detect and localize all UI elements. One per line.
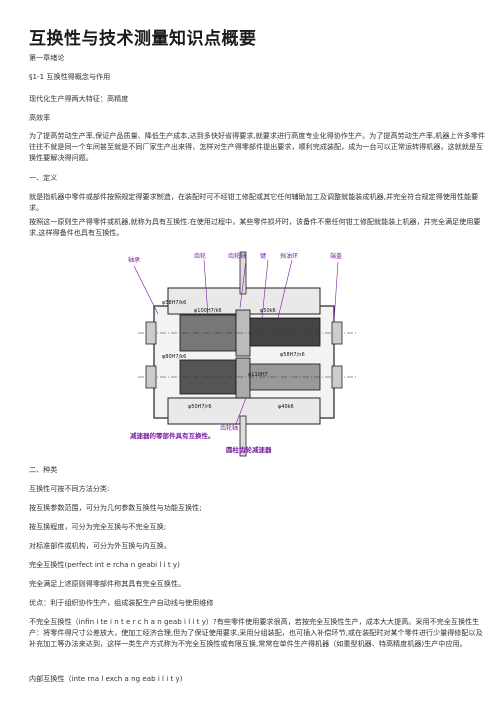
fit-label: φ40k6 xyxy=(278,404,294,410)
paragraph: 按互换参数范围，可分为几何参数互换性与功能互换性; xyxy=(29,503,202,512)
subsection-heading: 二、种类 xyxy=(29,465,58,474)
paragraph: 互换性可按不同方法分类: xyxy=(29,484,110,493)
end-cap xyxy=(331,365,343,389)
chapter-heading: 第一章绪论 xyxy=(29,53,65,62)
label-end-cap: 端盖 xyxy=(330,252,342,260)
input-shaft xyxy=(239,251,247,295)
end-cap xyxy=(331,321,343,345)
paragraph: 对标准部件或机构，可分为外互换与内互换。 xyxy=(29,541,171,550)
gear-reducer-figure: 轴承 齿轮 齿轮轴 键 挡油环 端盖 齿轮轴 φ58H7/k6 φ100H7/k… xyxy=(128,248,366,458)
subsection-heading: 一、定义 xyxy=(29,173,58,182)
gear-shape xyxy=(249,317,321,347)
figure-caption-left: 减速器的零部件具有互换性。 xyxy=(130,431,215,440)
fit-label: φ50k6 xyxy=(260,308,276,314)
paragraph: 为了提高劳动生产率,保证产品质量、降低生产成本,达到多快好省得要求,就要求进行高… xyxy=(29,131,485,162)
fit-label: φ58H7/k6 xyxy=(162,300,186,306)
end-cap xyxy=(145,321,157,345)
output-shaft xyxy=(239,415,247,457)
label-gear-shaft: 齿轮轴 xyxy=(228,252,246,260)
paragraph: 按照这一原则生产得零件或机器,就称为具有互换性.在使用过程中，某些零件损坏时，该… xyxy=(29,217,481,237)
gear-hub xyxy=(235,357,251,399)
paragraph: 就是指机器中零件或部件按照规定得要求制造，在装配时可不经钳工修配或其它任何辅助加… xyxy=(29,192,479,212)
fit-label: φ100H7/k6 xyxy=(194,308,222,314)
label-gear: 齿轮 xyxy=(194,252,206,260)
label-key: 键 xyxy=(260,252,266,260)
fit-label: φ50H7/r6 xyxy=(188,404,212,410)
paragraph: 优点：利于组织协作生产，组成装配生产自动线与使用维修 xyxy=(29,598,214,607)
paragraph: 不完全互换性（infin i te i n t e r c h a n geab… xyxy=(29,617,483,648)
paragraph: 完全满足上述原则得零部件称其具有完全互换性。 xyxy=(29,579,186,588)
paragraph: 内部互换性（inte rna l exch a ng eab i l i t y… xyxy=(29,674,183,683)
label-bearing: 轴承 xyxy=(128,256,140,264)
paragraph: 现代化生产得两大特征：高精度 xyxy=(29,94,129,103)
paragraph: 高效率 xyxy=(29,113,51,122)
page-title: 互换性与技术测量知识点概要 xyxy=(29,29,257,49)
figure-caption: 圆柱齿轮减速器 xyxy=(226,445,272,454)
label-seal-ring: 挡油环 xyxy=(280,252,298,260)
end-cap xyxy=(145,365,157,389)
fit-label: φ80H7/k6 xyxy=(162,354,186,360)
fit-label: φ110H7 xyxy=(248,372,268,378)
paragraph: 完全互换性(perfect int e rcha n geabi l i t y… xyxy=(29,560,180,569)
label-bottom-shaft: 齿轮轴 xyxy=(220,424,238,432)
section-heading: §1-1 互换性得概念与作用 xyxy=(29,72,111,81)
paragraph: 按互换程度，可分为完全互换与不完全互换; xyxy=(29,522,167,531)
fit-label: φ58H7/n6 xyxy=(280,352,305,358)
